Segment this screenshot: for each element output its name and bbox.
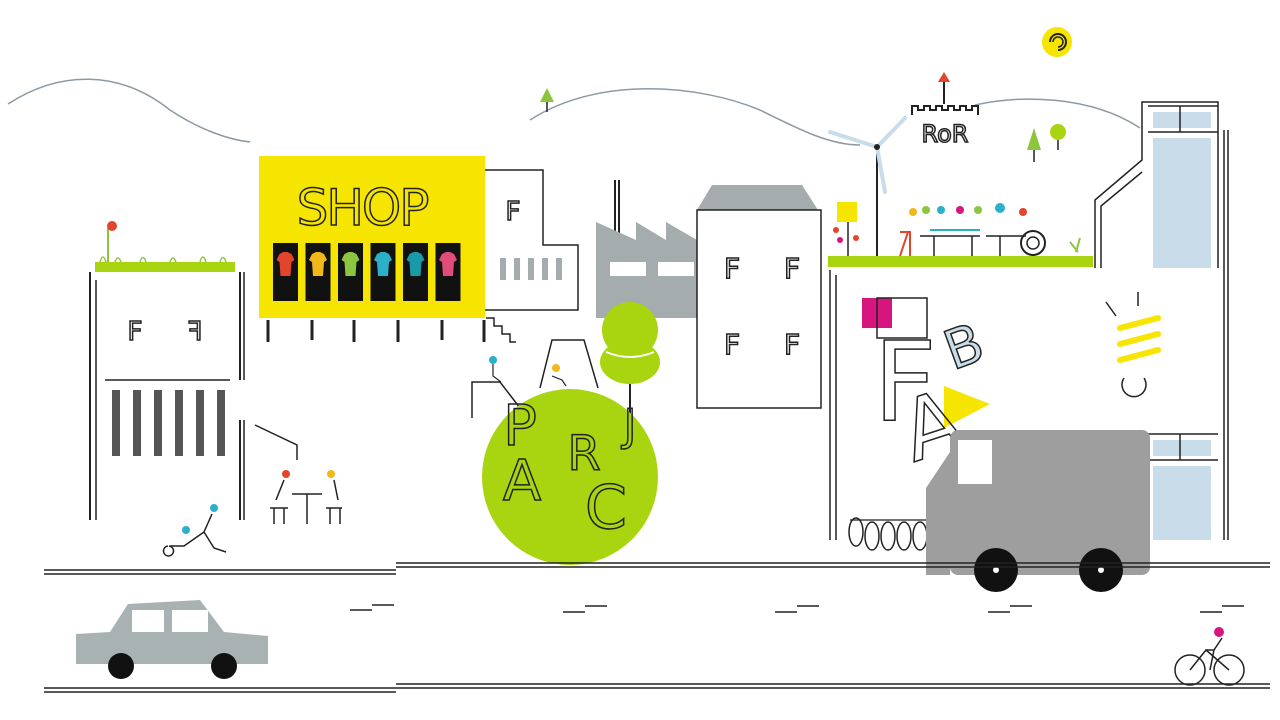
slide	[471, 356, 521, 418]
window-letter: F	[188, 317, 203, 347]
bicycle-icon	[1174, 627, 1245, 686]
wind-turbine-icon	[828, 116, 907, 258]
shirt-icon	[406, 252, 425, 276]
window-letter: F	[506, 197, 521, 227]
tree-icon	[1027, 124, 1066, 162]
right-tower	[1094, 101, 1229, 540]
factory-icon	[596, 180, 697, 318]
van-icon	[926, 430, 1150, 592]
castle-sign: RoR	[922, 120, 969, 148]
walking-family	[162, 504, 227, 557]
parc-letter: A	[503, 449, 541, 514]
park-tree	[600, 302, 660, 420]
parc-letter: C	[585, 473, 627, 543]
lane-dashes	[350, 604, 1244, 613]
castle-icon: RoR	[911, 72, 979, 149]
bicycle-rack	[848, 517, 928, 551]
hill-line-mid	[529, 88, 861, 146]
hill-line-right	[974, 98, 1141, 129]
shirt-icon	[374, 252, 392, 276]
left-building: F F	[89, 221, 245, 520]
shirt-icon	[341, 252, 360, 276]
shop-billboard: SHOP	[259, 156, 486, 342]
flower-icon	[833, 227, 859, 243]
road	[44, 562, 1270, 693]
window-letter: F	[784, 252, 800, 285]
shirt-icon	[276, 252, 295, 276]
shop-sign: SHOP	[297, 179, 429, 237]
shirt-icon	[309, 252, 327, 276]
fab-letter: F	[873, 318, 936, 446]
parc-letter: P	[503, 394, 537, 459]
middle-building: F	[485, 169, 579, 343]
shirt-icon	[439, 252, 457, 276]
car-icon	[76, 600, 268, 679]
window-letter: F	[128, 317, 143, 347]
window-letter: F	[784, 328, 800, 361]
sun-icon	[1042, 27, 1072, 57]
cafe-table	[254, 424, 342, 524]
grey-roof-building: F F F F	[696, 185, 822, 409]
tree-icon	[540, 88, 554, 112]
shirt-row	[273, 243, 461, 301]
swing	[539, 339, 599, 389]
parc-letter: R	[567, 426, 600, 482]
window-letter: F	[724, 328, 740, 361]
hill-line-left	[7, 78, 251, 143]
flower-icon	[107, 221, 117, 262]
parc-letter: J	[621, 400, 637, 451]
parc-circle: P A R C J	[482, 389, 658, 565]
bulb-icon	[1105, 292, 1161, 398]
window-letter: F	[724, 252, 740, 285]
rooftop-garden	[828, 202, 1093, 267]
